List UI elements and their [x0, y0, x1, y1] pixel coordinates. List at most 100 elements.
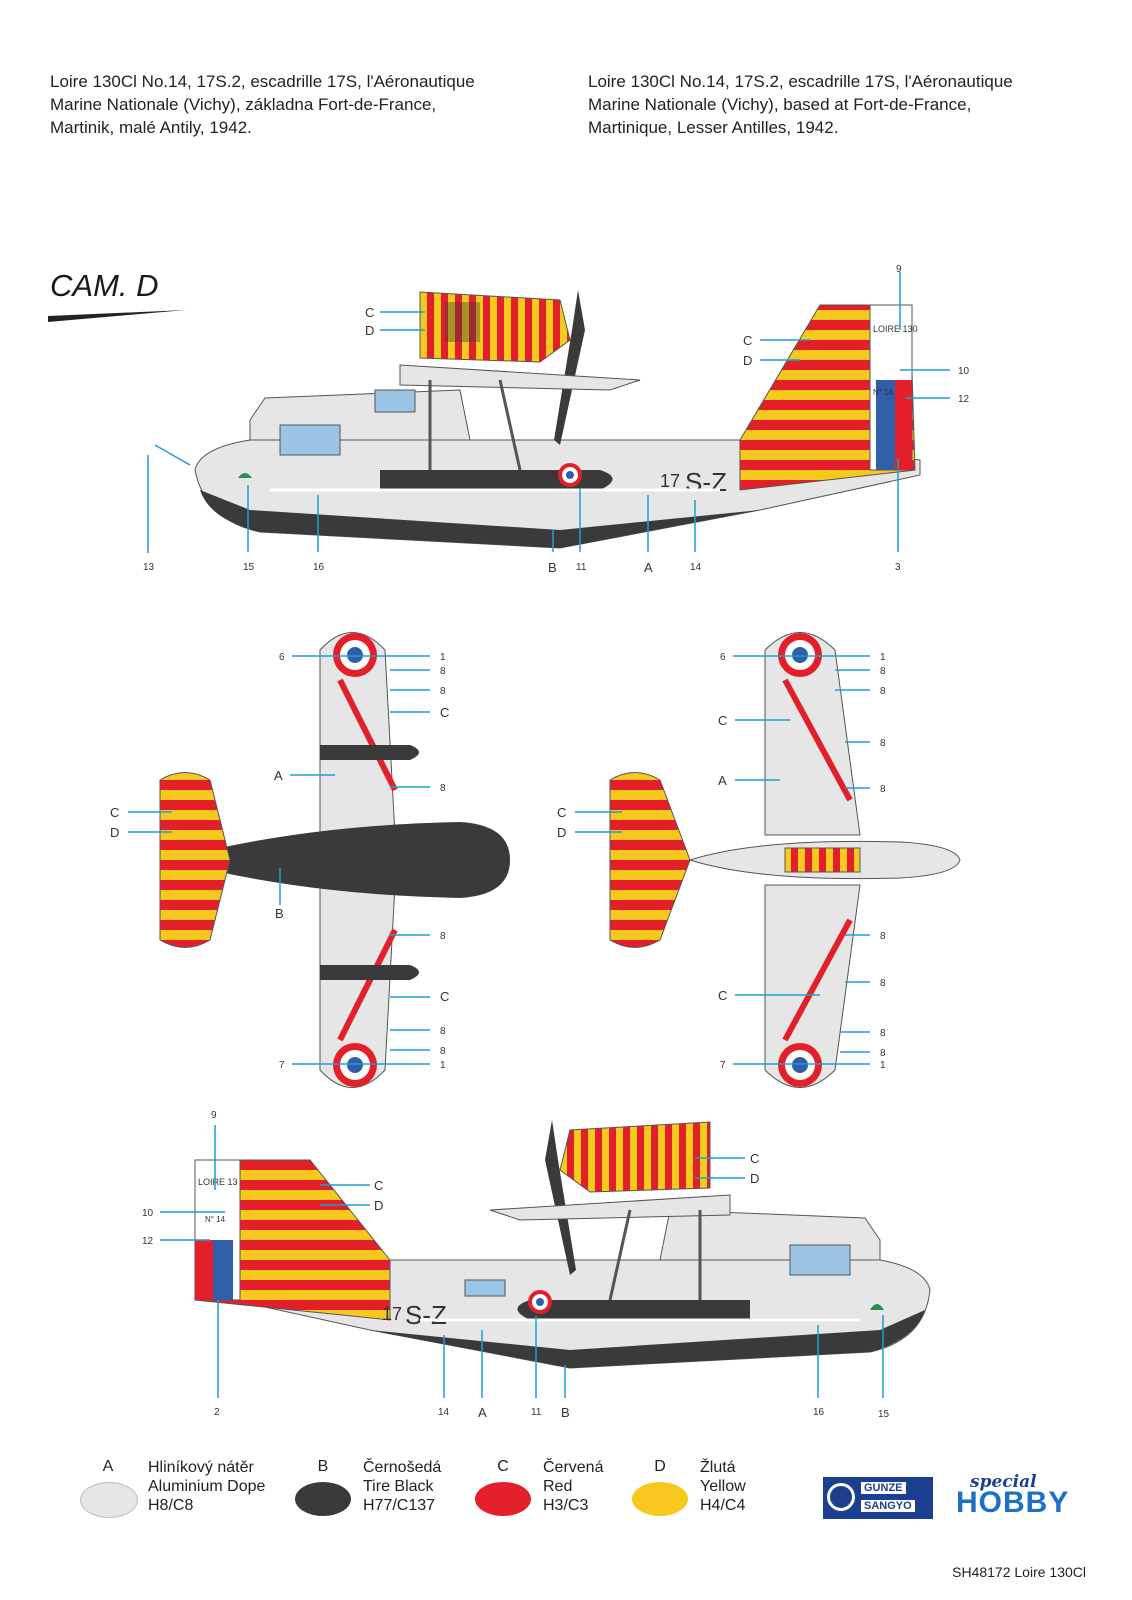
- callouts-upperside: [575, 655, 870, 1065]
- callout-c: C: [440, 989, 449, 1004]
- special-hobby-logo-top: special: [970, 1472, 1037, 1492]
- gunze-logo-line2: SANGYO: [861, 1500, 915, 1512]
- callout-8: 8: [880, 1028, 886, 1039]
- caption-czech-line: Martinik, malé Antily, 1942.: [50, 118, 252, 137]
- callout-1: 1: [880, 1060, 886, 1071]
- yellow-swatch: [632, 1482, 688, 1516]
- callout-1: 1: [440, 652, 446, 663]
- callouts-top-profile: [147, 272, 950, 553]
- legend-code: H4/C4: [700, 1497, 746, 1514]
- caption-czech: Loire 130Cl No.14, 17S.2, escadrille 17S…: [50, 70, 530, 139]
- tire-black-swatch: [295, 1482, 351, 1516]
- legend-english: Yellow: [700, 1478, 746, 1495]
- title-underline: [48, 310, 186, 322]
- callout-b: B: [548, 560, 557, 575]
- caption-english-line: Martinique, Lesser Antilles, 1942.: [588, 118, 839, 137]
- legend-czech: Červená: [543, 1459, 604, 1476]
- callout-14: 14: [690, 562, 702, 573]
- code-suffix: S-Z: [685, 467, 727, 497]
- callout-b: B: [561, 1405, 570, 1420]
- callout-8: 8: [880, 931, 886, 942]
- callout-d: D: [750, 1171, 759, 1186]
- aluminium-swatch: [80, 1482, 138, 1518]
- callout-16: 16: [313, 562, 325, 573]
- callout-c: C: [110, 805, 119, 820]
- callout-15: 15: [878, 1409, 890, 1420]
- legend-czech: Žlutá: [700, 1459, 736, 1476]
- footer-product-code: SH48172 Loire 130Cl: [952, 1564, 1086, 1580]
- callout-c: C: [750, 1151, 759, 1166]
- caption-english-line: Marine Nationale (Vichy), based at Fort-…: [588, 95, 972, 114]
- caption-english: Loire 130Cl No.14, 17S.2, escadrille 17S…: [588, 70, 1068, 139]
- callout-11: 11: [576, 562, 587, 573]
- callout-d: D: [110, 825, 119, 840]
- gunze-logo-line1: GUNZE: [861, 1482, 906, 1494]
- callout-7: 7: [279, 1060, 285, 1071]
- callout-8: 8: [440, 686, 446, 697]
- fin-text-bottom: LOIRE 13: [198, 1177, 238, 1187]
- callout-a: A: [478, 1405, 487, 1420]
- callout-8: 8: [880, 784, 886, 795]
- callout-b: B: [275, 906, 284, 921]
- callout-8: 8: [440, 666, 446, 677]
- legend-tire-black: B Černošedá Tire Black H77/C137: [295, 1458, 495, 1528]
- plan-upperside: [609, 632, 961, 1088]
- callout-8: 8: [880, 1048, 886, 1059]
- callout-8: 8: [880, 738, 886, 749]
- callout-d: D: [374, 1198, 383, 1213]
- caption-czech-line: Loire 130Cl No.14, 17S.2, escadrille 17S…: [50, 72, 475, 91]
- legend-letter: C: [497, 1458, 509, 1475]
- code-suffix-bottom: S-Z: [405, 1300, 447, 1330]
- callout-6: 6: [720, 652, 726, 663]
- plan-underside: [159, 632, 510, 1088]
- callout-labels-underside: 6 1 8 8 C 8 8 C 8 8 1 7 A B C D: [110, 652, 449, 1071]
- callout-labels-bottom: 9 10 12 C D C D 2 14 A 11 B 16 15: [142, 1110, 890, 1420]
- callout-d: D: [743, 353, 752, 368]
- legend-code: H77/C137: [363, 1497, 436, 1514]
- legend-aluminium: A Hliníkový nátěr Aluminium Dope H8/C8: [80, 1458, 280, 1528]
- fin-text: LOIRE 130: [873, 324, 918, 334]
- gunze-emblem-icon: [827, 1483, 855, 1511]
- legend-code: H8/C8: [148, 1497, 194, 1514]
- callout-15: 15: [243, 562, 255, 573]
- callout-8: 8: [440, 783, 446, 794]
- caption-czech-line: Marine Nationale (Vichy), základna Fort-…: [50, 95, 437, 114]
- callout-c: C: [718, 988, 727, 1003]
- callout-10: 10: [958, 366, 970, 377]
- callouts-underside: [128, 655, 430, 1065]
- callout-2: 2: [214, 1407, 220, 1418]
- callout-c: C: [557, 805, 566, 820]
- callout-6: 6: [279, 652, 285, 663]
- legend-text: Černošedá Tire Black H77/C137: [363, 1458, 441, 1515]
- callout-c: C: [718, 713, 727, 728]
- callouts-bottom-profile: [160, 1125, 884, 1398]
- callout-7: 7: [720, 1060, 726, 1071]
- callout-8: 8: [440, 1046, 446, 1057]
- fin-number-bottom: N° 14: [205, 1215, 226, 1224]
- callout-a: A: [274, 768, 283, 783]
- legend-czech: Černošedá: [363, 1459, 442, 1476]
- callout-c: C: [374, 1178, 383, 1193]
- legend-code: H3/C3: [543, 1497, 589, 1514]
- scheme-title: CAM. D: [50, 268, 159, 303]
- legend-english: Red: [543, 1478, 573, 1495]
- callout-a: A: [644, 560, 653, 575]
- callout-10: 10: [142, 1208, 154, 1219]
- callout-11: 11: [531, 1407, 542, 1418]
- legend-text: Hliníkový nátěr Aluminium Dope H8/C8: [148, 1458, 265, 1515]
- code-prefix: 17: [660, 471, 680, 491]
- callout-8: 8: [880, 666, 886, 677]
- callout-8: 8: [440, 931, 446, 942]
- fin-number: N° 14: [873, 388, 894, 397]
- red-swatch: [475, 1482, 531, 1516]
- legend-text: Červená Red H3/C3: [543, 1458, 603, 1515]
- side-profile-left: LOIRE 130 N° 14 17 S-Z: [194, 290, 921, 549]
- callout-9: 9: [896, 264, 902, 275]
- callout-12: 12: [958, 394, 970, 405]
- legend-yellow: D Žlutá Yellow H4/C4: [632, 1458, 832, 1528]
- callout-c: C: [743, 333, 752, 348]
- callout-c: C: [440, 705, 449, 720]
- callout-3: 3: [895, 562, 901, 573]
- legend-letter: A: [102, 1458, 114, 1475]
